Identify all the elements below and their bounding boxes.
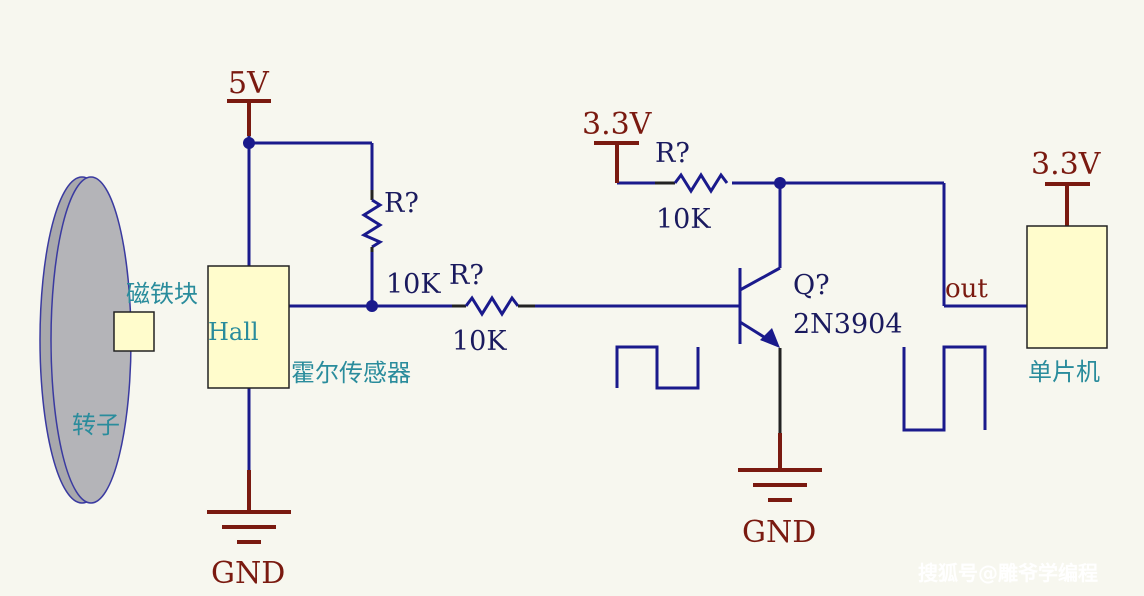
power-label-3v3-mcu: 3.3V — [1031, 147, 1102, 182]
series-resistor — [452, 295, 535, 317]
power-symbol-3v3-transistor — [594, 141, 639, 183]
ground-label-transistor: GND — [742, 515, 816, 550]
junction-dot-5v — [243, 137, 255, 149]
watermark: 搜狐号@雕爷学编程 — [918, 561, 1098, 585]
collector-resistor — [655, 172, 729, 194]
pullup-designator: R? — [384, 188, 419, 219]
mcu-box — [1026, 225, 1108, 349]
hall-chip-label: Hall — [208, 318, 259, 346]
junction-dot-hall-out — [366, 300, 378, 312]
hall-sensor-label: 霍尔传感器 — [291, 359, 411, 387]
input-square-wave — [615, 345, 700, 390]
pullup-value: 10K — [386, 269, 441, 300]
ground-symbol-transistor — [738, 468, 822, 502]
transistor-model: 2N3904 — [793, 309, 903, 340]
hall-sensor-box — [207, 265, 290, 389]
output-net-label: out — [945, 274, 988, 304]
power-label-5v: 5V — [228, 66, 270, 101]
ground-symbol-hall — [207, 510, 291, 544]
magnet-label: 磁铁块 — [126, 280, 198, 308]
emitter-arrow — [760, 328, 780, 348]
collector-value: 10K — [656, 204, 711, 235]
wires-transistor — [617, 181, 1027, 344]
collector-designator: R? — [655, 138, 690, 169]
series-designator: R? — [449, 260, 484, 291]
mcu-label: 单片机 — [1028, 358, 1100, 386]
rotor-label: 转子 — [72, 411, 120, 439]
pullup-resistor — [360, 190, 384, 252]
magnet-block — [113, 311, 155, 352]
junction-dot-collector — [774, 177, 786, 189]
output-square-wave — [902, 345, 987, 432]
series-value: 10K — [452, 326, 507, 357]
power-symbol-3v3-mcu — [1045, 182, 1090, 226]
power-label-3v3-transistor: 3.3V — [582, 107, 653, 142]
ground-label-hall: GND — [211, 556, 285, 591]
transistor-designator: Q? — [793, 270, 830, 301]
